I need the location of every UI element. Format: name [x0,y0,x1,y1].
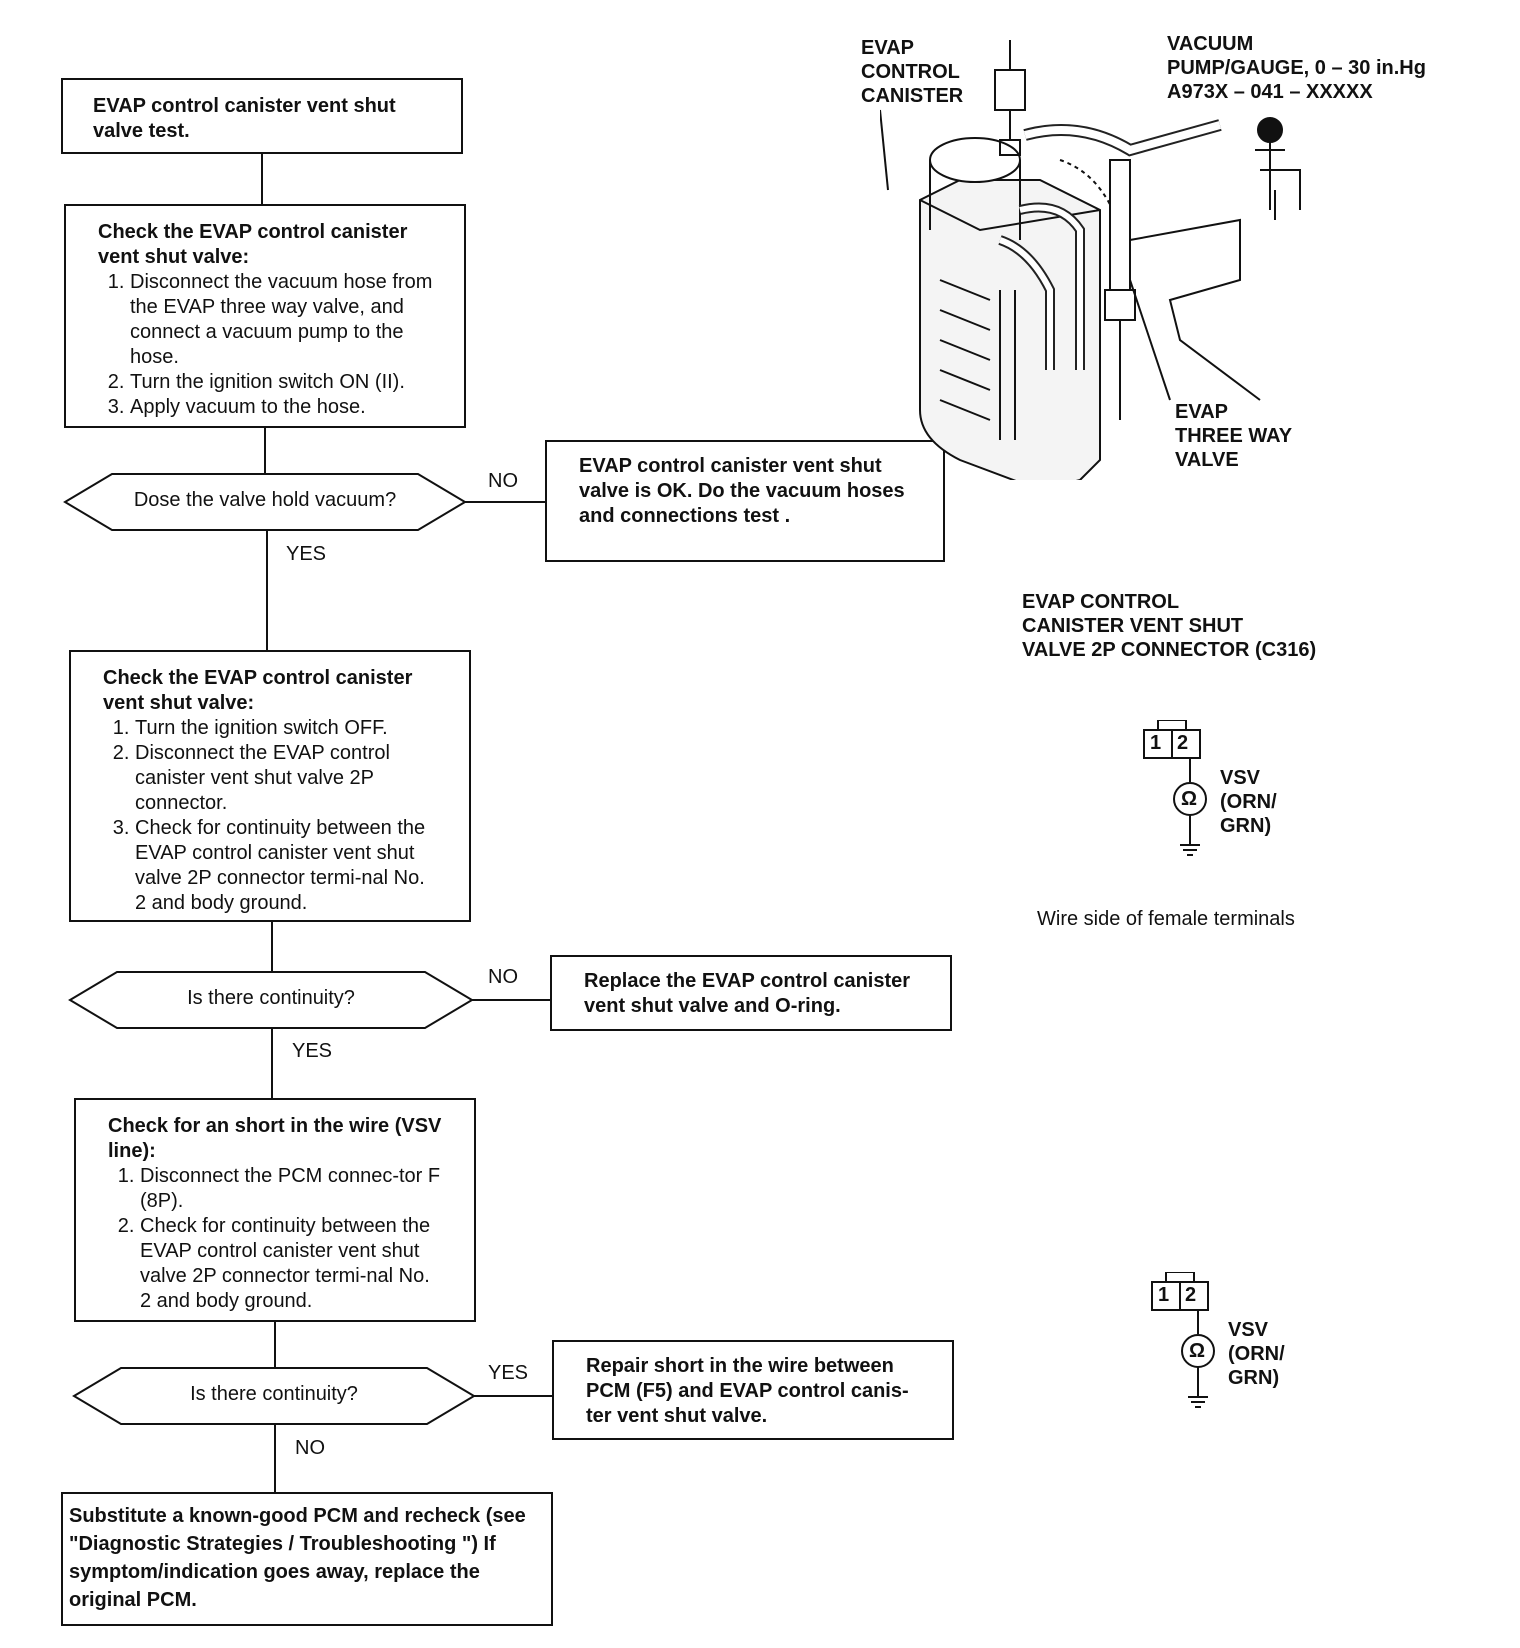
evap-canister-illustration [880,40,1301,480]
final-box: Substitute a known-good PCM and recheck … [61,1492,553,1626]
step3-list: Disconnect the PCM connec-tor F (8P). Ch… [108,1164,444,1314]
connector-1-pin-1: 1 [1150,732,1162,754]
connector-2-ohm-icon: Ω [1189,1340,1206,1362]
connector-title: EVAP CONTROL CANISTER VENT SHUT VALVE 2P… [1022,591,1317,661]
connector-2-wire-label: VSV (ORN/ GRN) [1228,1319,1285,1389]
connector-1-wire-label: VSV (ORN/ GRN) [1220,767,1277,837]
step3-item: Disconnect the PCM connec-tor F (8P). [140,1164,444,1214]
decision-diamond-3 [72,1367,476,1425]
step3-item: Check for continuity between the EVAP co… [140,1214,444,1314]
connector-1-symbol [1143,720,1207,856]
step2-item: Check for continuity between the EVAP co… [135,816,439,916]
step1-box: Check the EVAP control canister vent shu… [64,204,466,428]
decision3-text: Is there continuity? [190,1383,358,1405]
step2-list: Turn the ignition switch OFF. Disconnect… [103,716,439,916]
step1-item: Disconnect the vacuum hose from the EVAP… [130,270,434,370]
decision-diamond-2 [68,971,474,1029]
result2-box: Replace the EVAP control canister vent s… [550,955,952,1031]
three-way-valve-label: EVAP THREE WAY VALVE [1175,401,1293,471]
canister-label: EVAP CONTROL CANISTER [861,37,964,107]
connector-diagram-2: 1 2 Ω VSV (ORN/ GRN) [1148,1272,1348,1422]
start-text: EVAP control canister vent shut valve te… [93,95,396,142]
step1-item: Apply vacuum to the hose. [130,395,434,420]
decision2-no-label: NO [488,966,518,988]
decision-diamond-1 [63,473,467,531]
decision1-text: Dose the valve hold vacuum? [133,489,397,511]
connector-1-pin-2: 2 [1177,732,1189,754]
step1-title: Check the EVAP control canister vent shu… [98,221,408,268]
decision2-yes-label: YES [292,1040,333,1062]
result3-box: Repair short in the wire between PCM (F5… [552,1340,954,1440]
result2-text: Replace the EVAP control canister vent s… [584,970,911,1017]
decision3-yes-label: YES [488,1362,529,1384]
step1-item: Turn the ignition switch ON (II). [130,370,434,395]
step1-list: Disconnect the vacuum hose from the EVAP… [98,270,434,420]
start-box: EVAP control canister vent shut valve te… [61,78,463,154]
decision2-text: Is there continuity? [187,987,355,1009]
step2-item: Disconnect the EVAP control canister ven… [135,741,439,816]
step3-box: Check for an short in the wire (VSV line… [74,1098,476,1322]
result1-text: EVAP control canister vent shut valve is… [579,455,905,527]
final-text: Substitute a known-good PCM and recheck … [69,1505,526,1611]
step2-box: Check the EVAP control canister vent shu… [69,650,471,922]
decision1-no-label: NO [488,470,518,492]
step2-title: Check the EVAP control canister vent shu… [103,667,413,714]
step3-title: Check for an short in the wire (VSV line… [108,1115,442,1162]
connector-2-pin-1: 1 [1158,1284,1170,1306]
decision1-yes-label: YES [286,543,327,565]
result3-text: Repair short in the wire between PCM (F5… [586,1355,909,1427]
decision3-no-label: NO [295,1437,325,1459]
step2-item: Turn the ignition switch OFF. [135,716,439,741]
connector-caption: Wire side of female terminals [1037,908,1295,930]
connector-2-symbol [1151,1272,1215,1408]
connector-diagram-1: 1 2 Ω VSV (ORN/ GRN) [1140,720,1340,870]
result1-box: EVAP control canister vent shut valve is… [545,440,945,562]
connector-1-ohm-icon: Ω [1181,788,1198,810]
vacuum-pump-label: VACUUM PUMP/GAUGE, 0 – 30 in.Hg A973X – … [1167,33,1426,103]
connector-2-pin-2: 2 [1185,1284,1197,1306]
